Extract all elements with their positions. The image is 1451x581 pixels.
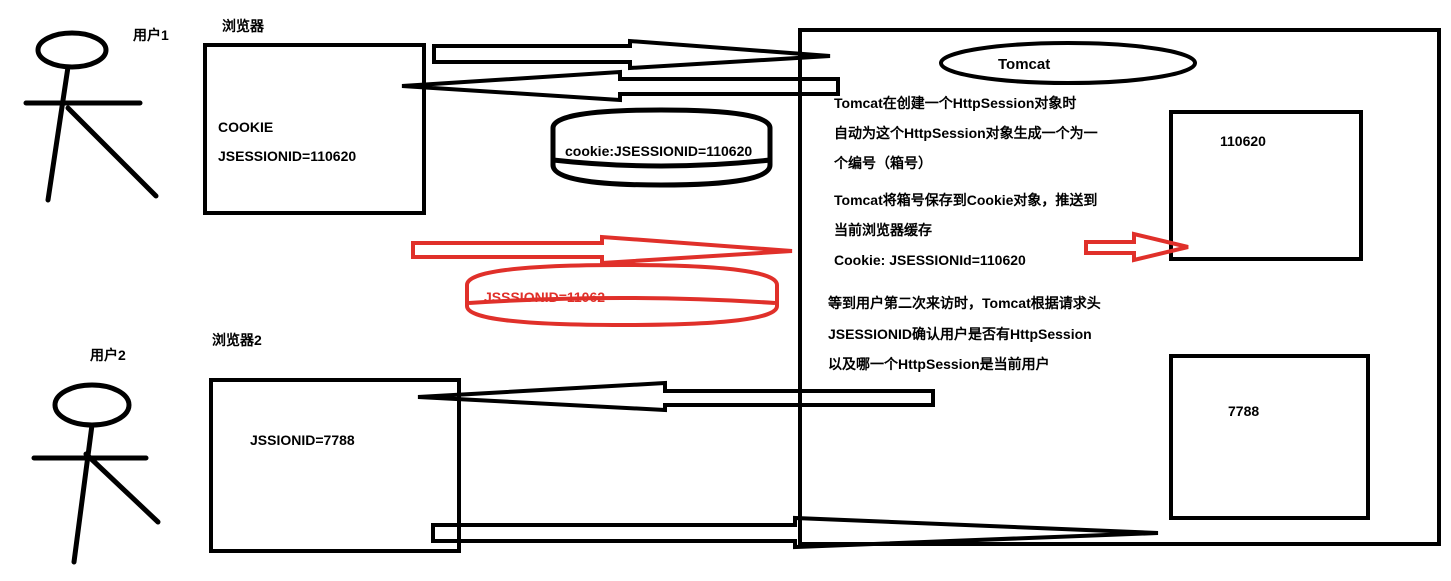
tomcat-note-9: 以及哪一个HttpSession是当前用户 xyxy=(828,356,1050,372)
browser2-title: 浏览器2 xyxy=(212,332,262,348)
browser2-session-id: JSSIONID=7788 xyxy=(250,432,355,448)
browser2-box xyxy=(209,378,461,553)
red-cylinder-label: JSSSIONID=11062 xyxy=(484,289,605,305)
user2-figure xyxy=(31,382,161,565)
tomcat-note-6: Cookie: JSESSIONId=110620 xyxy=(834,252,1026,268)
session-box-110620-label: 110620 xyxy=(1220,133,1266,149)
tomcat-title-ellipse xyxy=(939,41,1197,85)
red-internal-arrow xyxy=(1084,231,1189,263)
tomcat-note-2: 自动为这个HttpSession对象生成一个为一 xyxy=(834,125,1098,141)
session-box-7788-label: 7788 xyxy=(1228,403,1259,419)
tomcat-note-1: Tomcat在创建一个HttpSession对象时 xyxy=(834,95,1076,111)
red-cookie-cylinder xyxy=(465,262,779,328)
tomcat-note-5: 当前浏览器缓存 xyxy=(834,222,932,238)
browser1-title: 浏览器 xyxy=(222,18,265,34)
user1-figure xyxy=(23,30,159,203)
response-arrow-user1 xyxy=(401,69,840,103)
tomcat-server-box xyxy=(798,28,1441,546)
browser1-box xyxy=(203,43,426,215)
cookie-cylinder xyxy=(550,107,773,188)
user2-label: 用户2 xyxy=(90,347,126,363)
tomcat-note-7: 等到用户第二次来访时，Tomcat根据请求头 xyxy=(828,295,1101,311)
red-request-arrow xyxy=(411,234,793,266)
tomcat-note-8: JSESSIONID确认用户是否有HttpSession xyxy=(828,326,1092,342)
session-box-7788 xyxy=(1169,354,1370,520)
request-arrow-user2 xyxy=(431,515,1159,550)
tomcat-note-4: Tomcat将箱号保存到Cookie对象，推送到 xyxy=(834,192,1097,208)
response-arrow-user2 xyxy=(417,380,935,413)
browser1-cookie-label: COOKIE xyxy=(218,119,273,135)
request-arrow-user1 xyxy=(432,38,831,71)
cookie-cylinder-label: cookie:JSESSIONID=110620 xyxy=(565,143,752,159)
session-box-110620 xyxy=(1169,110,1363,261)
tomcat-title: Tomcat xyxy=(998,56,1050,73)
browser1-session-id: JSESSIONID=110620 xyxy=(218,148,356,164)
user1-label: 用户1 xyxy=(133,27,169,43)
tomcat-note-3: 个编号（箱号） xyxy=(833,155,932,171)
